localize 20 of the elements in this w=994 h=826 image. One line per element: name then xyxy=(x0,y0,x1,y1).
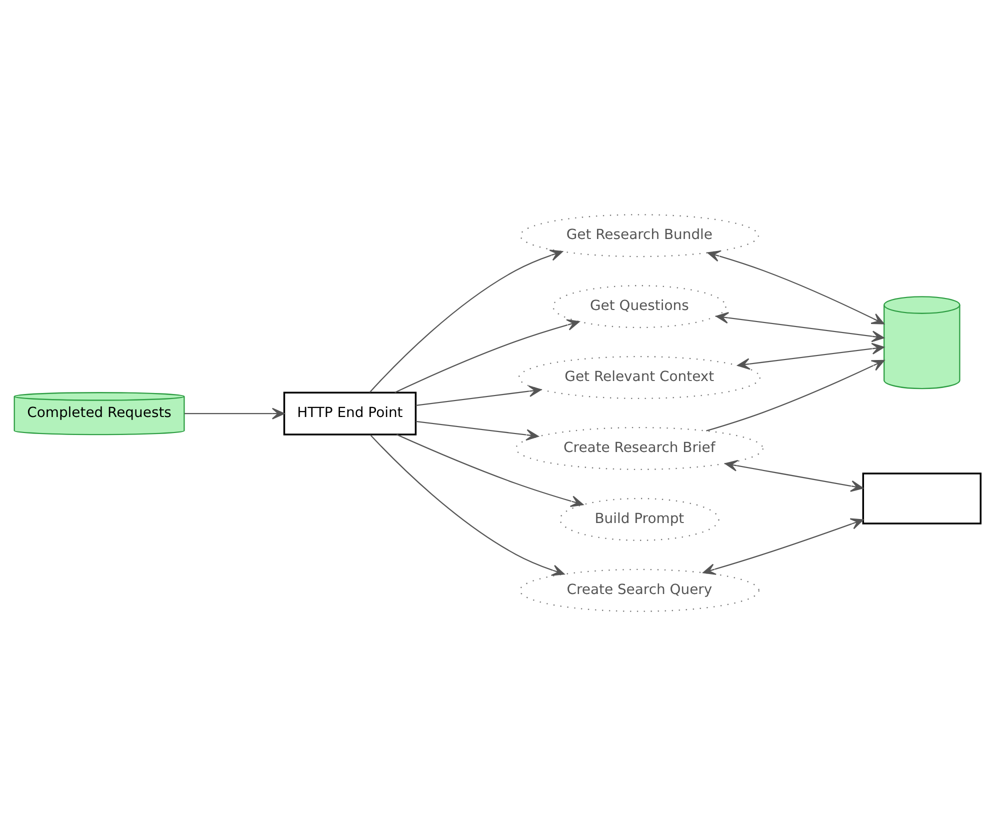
node-ellipse: Create Research Brief xyxy=(514,426,763,470)
node-box: HTTP End Point xyxy=(282,392,416,436)
arrow xyxy=(715,312,884,342)
arrow xyxy=(369,434,564,576)
node-ellipse: Create Search Query xyxy=(518,568,759,612)
arrow xyxy=(184,408,284,420)
arrow xyxy=(394,319,580,394)
arrow xyxy=(396,434,584,507)
arrow xyxy=(415,385,542,406)
arrow xyxy=(706,250,884,324)
arrow xyxy=(724,460,863,492)
arrow xyxy=(706,360,884,432)
arrow xyxy=(368,250,562,393)
node-ellipse: Build Prompt xyxy=(559,498,719,541)
node-ellipse: Get Research Bundle xyxy=(519,214,759,258)
arrow xyxy=(736,342,884,370)
arrow xyxy=(702,518,864,575)
node-ellipse: Get Questions xyxy=(552,285,726,328)
node-box xyxy=(862,472,982,524)
arrow xyxy=(415,420,538,441)
